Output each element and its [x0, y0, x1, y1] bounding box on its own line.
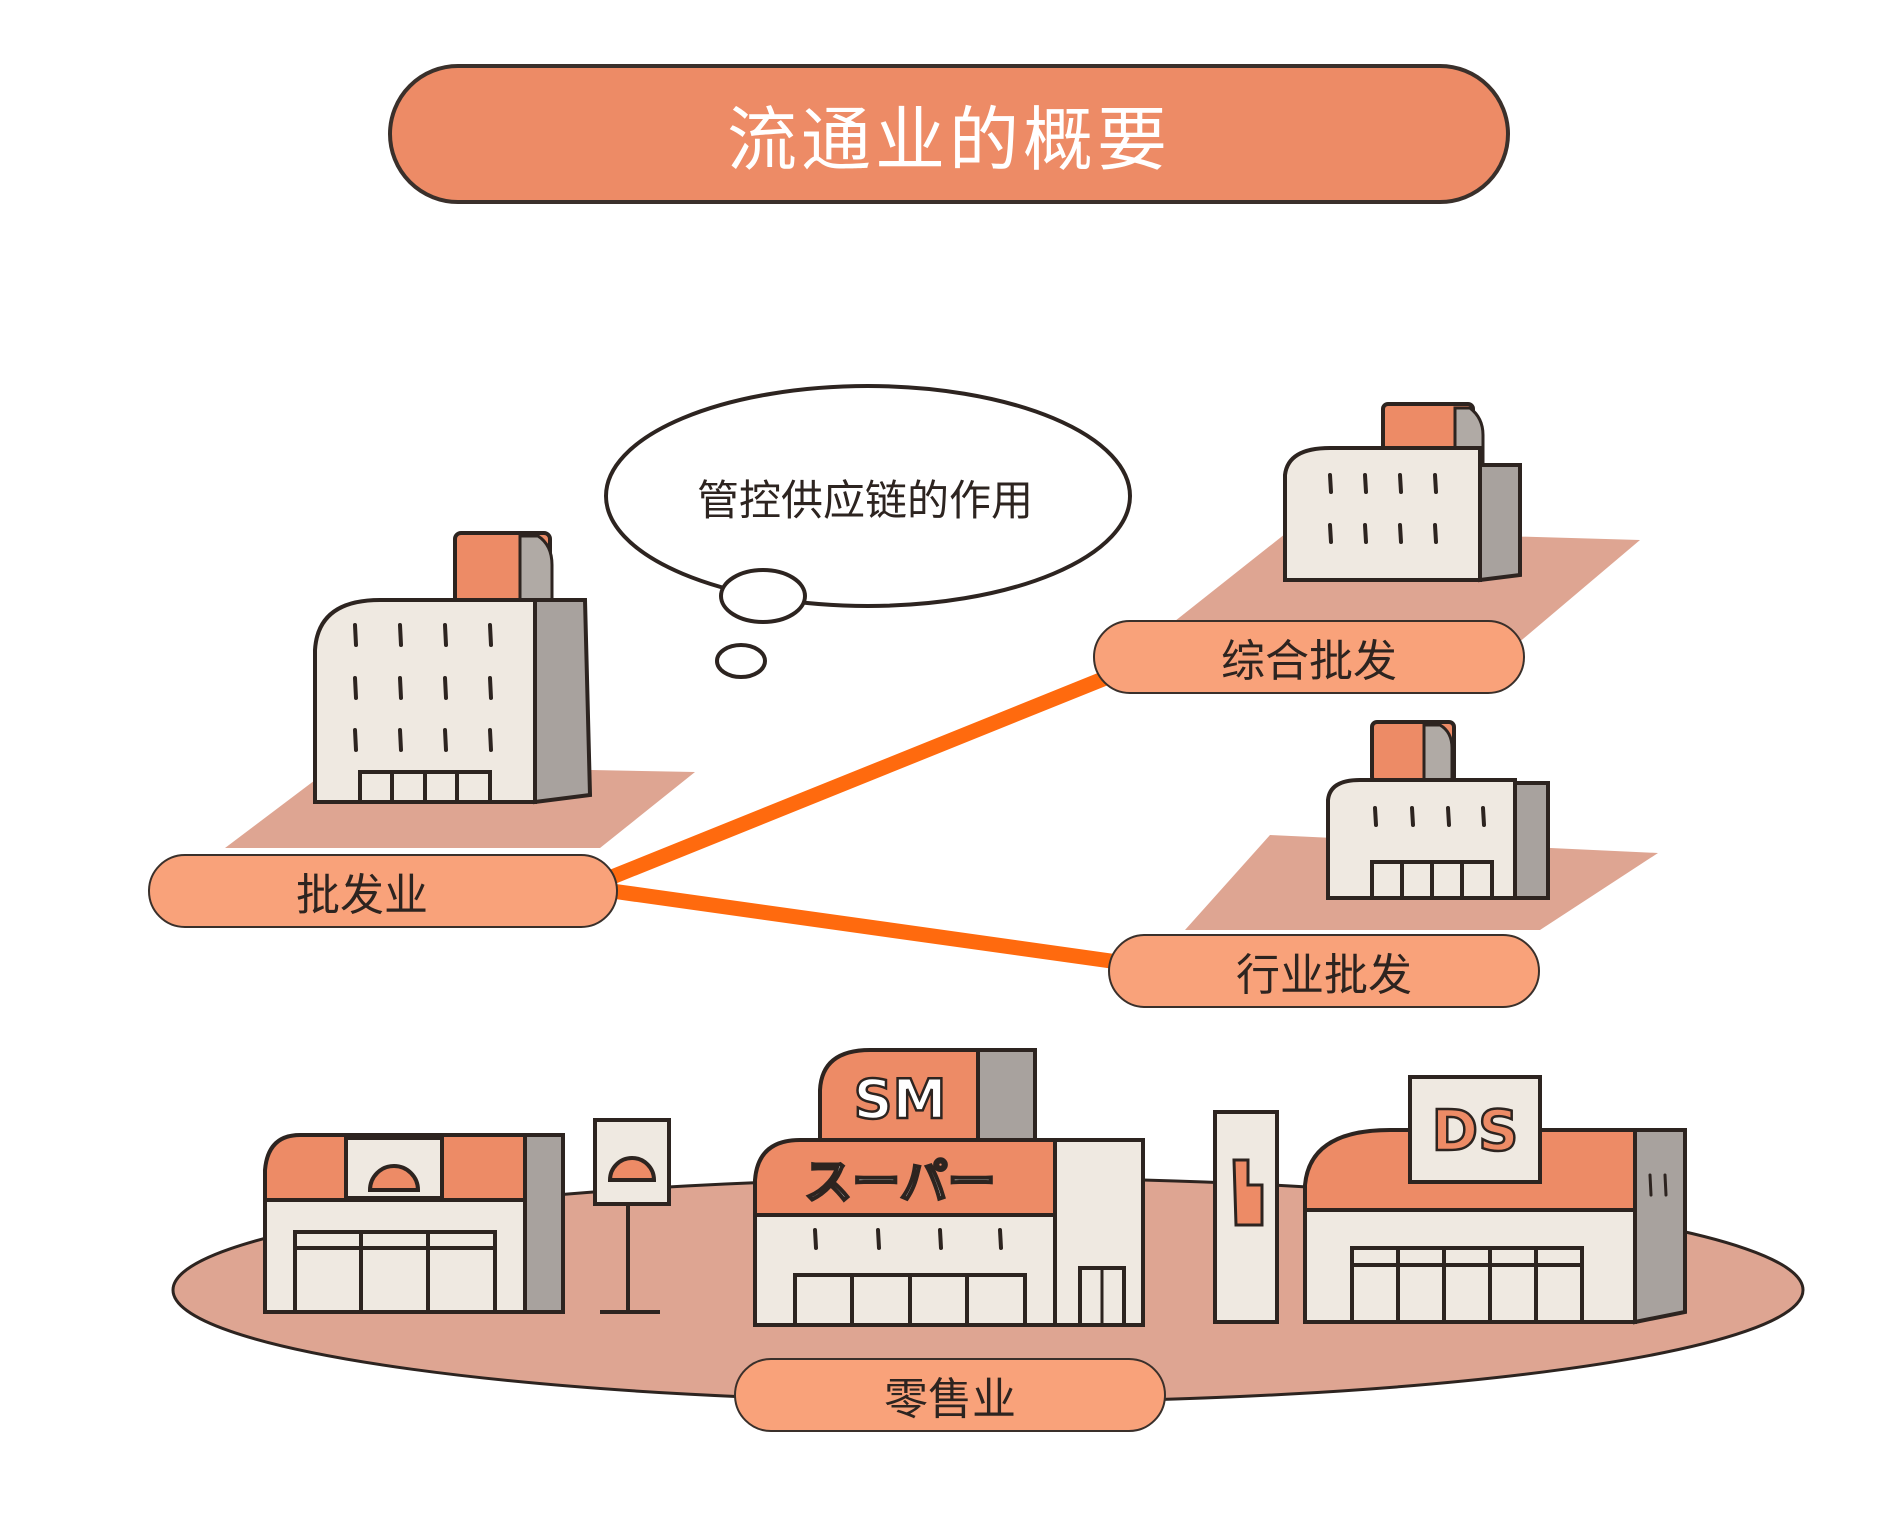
supermarket-banner-sign: スーパー — [804, 1154, 996, 1210]
supermarket: SM スーパー — [753, 1048, 1145, 1327]
general-wholesale-building — [1170, 402, 1640, 650]
thought-bubble — [604, 384, 1132, 679]
connector-to-industry-wholesale — [604, 883, 1126, 970]
industry-wholesale-label: 行业批发 — [1108, 934, 1540, 1008]
general-wholesale-label: 综合批发 — [1093, 620, 1525, 694]
thought-bubble-text: 管控供应链的作用 — [696, 475, 1033, 525]
connector-to-general-wholesale — [604, 669, 1116, 885]
page-title: 流通业的概要 — [388, 64, 1510, 204]
discount-store-sign: DS — [1432, 1099, 1519, 1164]
discount-store: DS — [1213, 1075, 1687, 1325]
supermarket-top-sign: SM — [854, 1068, 947, 1131]
industry-wholesale-building — [1185, 720, 1658, 930]
wholesale-building — [225, 531, 695, 848]
wholesale-label: 批发业 — [148, 854, 618, 928]
retail-label: 零售业 — [734, 1358, 1166, 1432]
convenience-store — [263, 1118, 671, 1314]
